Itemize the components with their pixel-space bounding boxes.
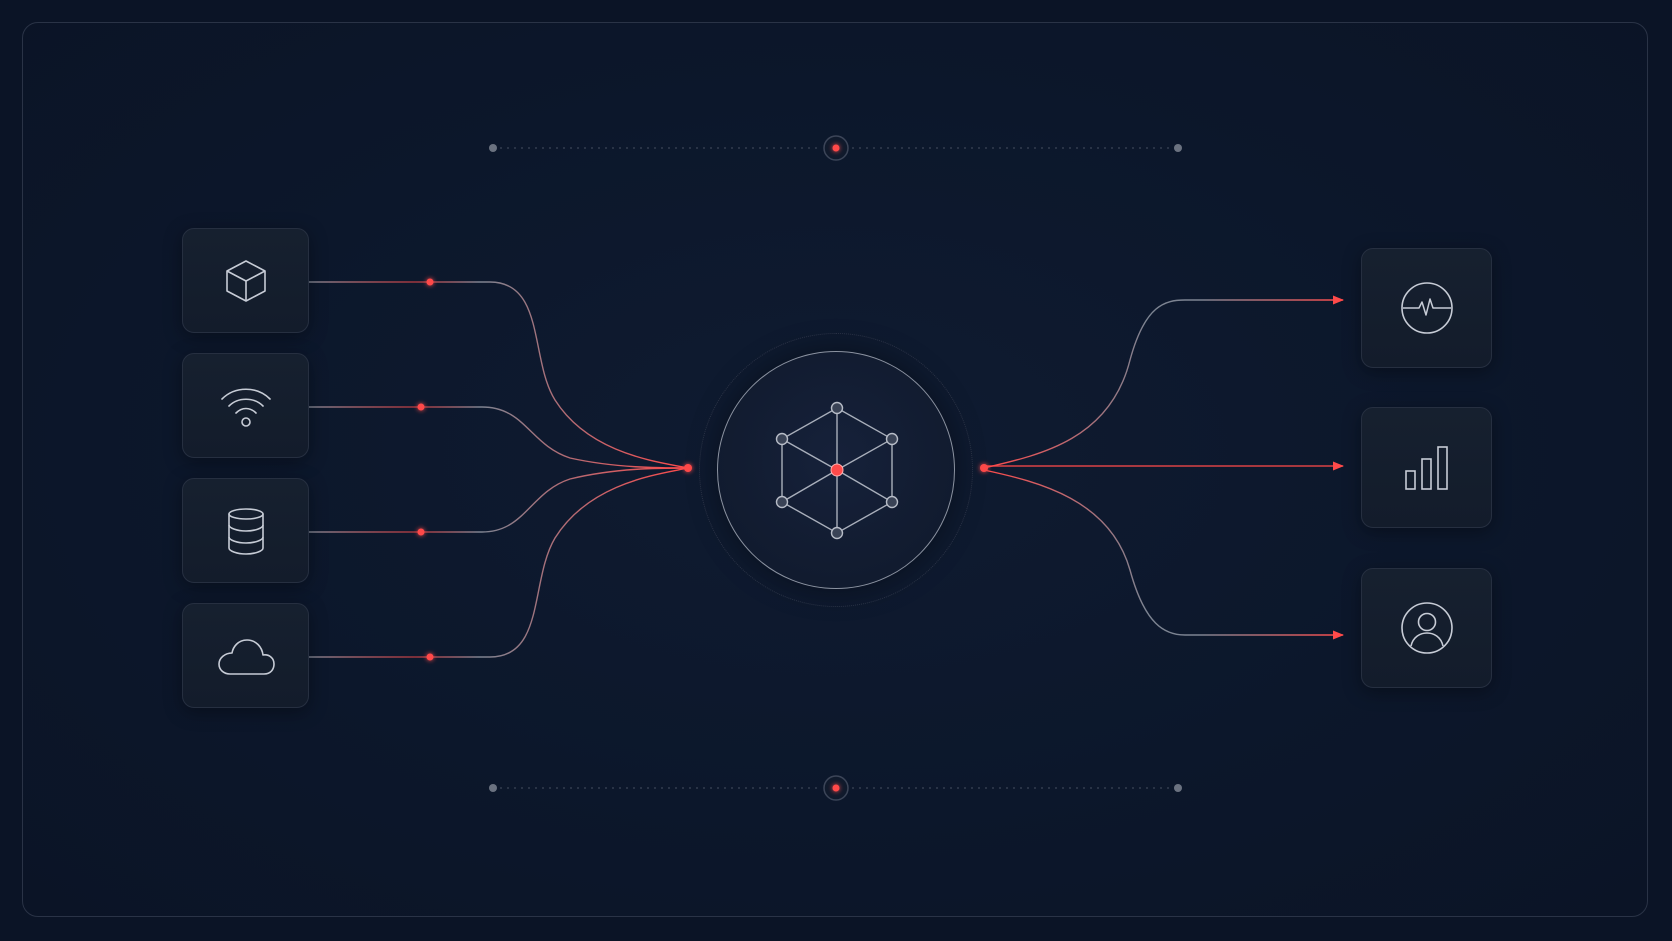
activity-pulse-icon — [1400, 282, 1453, 334]
signal-dot — [417, 528, 425, 536]
user-profile-icon — [1400, 602, 1453, 654]
timeline-marker-dot — [832, 144, 840, 152]
output-tile-chart[interactable] — [1361, 407, 1492, 528]
output-connector-user — [983, 469, 1345, 640]
central-hub[interactable] — [717, 351, 955, 589]
output-tile-activity[interactable] — [1361, 248, 1492, 368]
hub-core-dot — [830, 463, 844, 477]
database-icon — [227, 507, 264, 555]
top-timeline — [489, 135, 1182, 161]
cube-icon — [225, 259, 266, 302]
signal-dot — [417, 403, 425, 411]
input-connector-cube — [309, 281, 689, 469]
bar-chart-icon — [1404, 445, 1448, 490]
input-connector-database — [309, 467, 689, 533]
cloud-icon — [217, 638, 275, 675]
input-tile-cube[interactable] — [182, 228, 309, 333]
wifi-icon — [220, 387, 271, 427]
timeline-start-dot — [489, 784, 497, 792]
output-connector-activity — [983, 295, 1345, 469]
input-tile-cloud[interactable] — [182, 603, 309, 708]
input-tile-database[interactable] — [182, 478, 309, 583]
timeline-end-dot — [1174, 784, 1182, 792]
timeline-marker-dot — [832, 784, 840, 792]
hub-outer-ring — [699, 333, 973, 607]
output-tile-user[interactable] — [1361, 568, 1492, 688]
timeline-end-dot — [1174, 144, 1182, 152]
signal-dot — [426, 278, 434, 286]
input-connector-wifi — [309, 406, 689, 469]
hub-input-port — [684, 464, 692, 472]
signal-dot — [426, 653, 434, 661]
timeline-start-dot — [489, 144, 497, 152]
network-node-icon — [775, 401, 899, 540]
bottom-timeline — [489, 775, 1182, 801]
input-connector-cloud — [309, 467, 689, 658]
input-tile-wifi[interactable] — [182, 353, 309, 458]
